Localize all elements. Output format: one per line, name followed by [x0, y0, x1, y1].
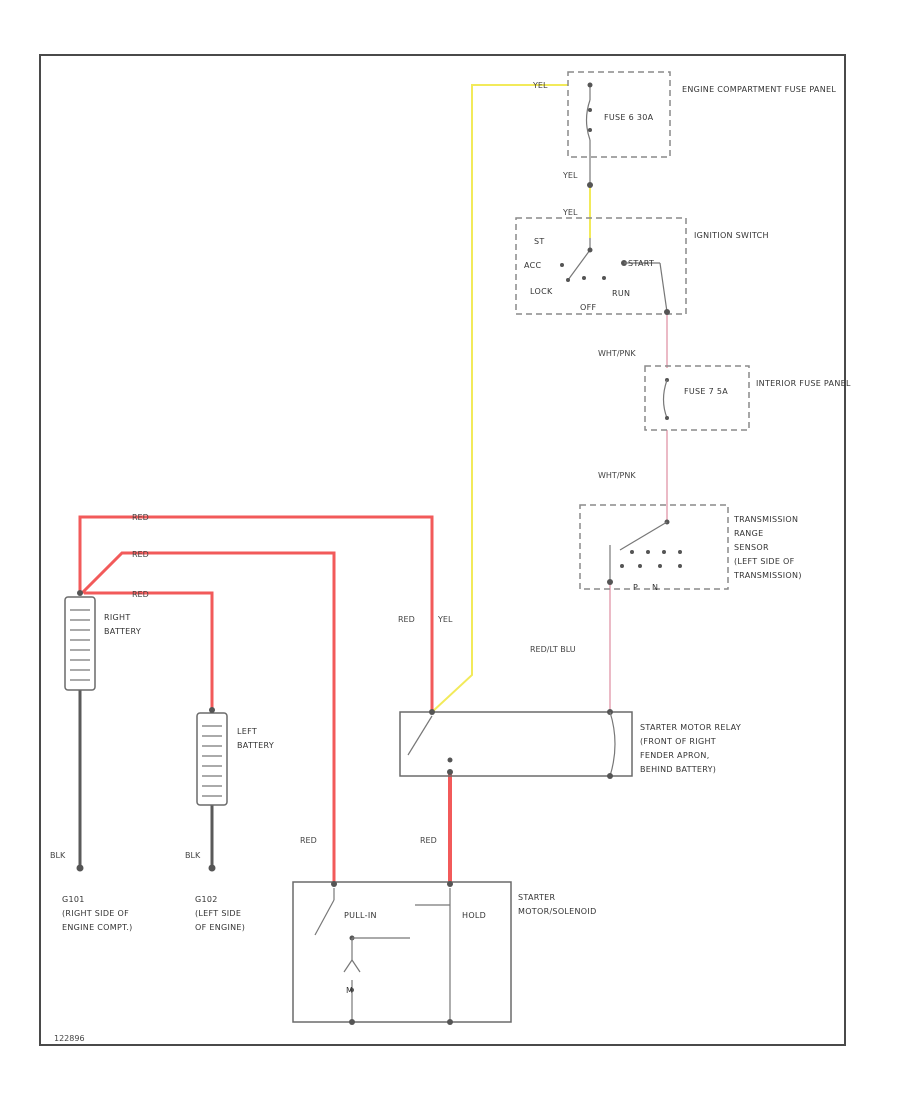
red-label-relay-solenoid: RED — [420, 836, 437, 845]
g101-label: G101 (RIGHT SIDE OF ENGINE COMPT.) — [62, 895, 133, 932]
wht-pnk-label-upper: WHT/PNK — [598, 349, 636, 358]
ignition-lock-label: LOCK — [530, 287, 553, 296]
yel-label-relay: YEL — [437, 615, 453, 624]
relay-label: STARTER MOTOR RELAY (FRONT OF RIGHT FEND… — [640, 723, 744, 774]
red-wire-battery-to-solenoid — [80, 551, 336, 882]
trs-pin-p-label: P — [633, 583, 638, 592]
starter-solenoid: PULL-IN HOLD M STARTER MOTOR/SOLENOID — [292, 881, 597, 1025]
red-lt-blu-label: RED/LT BLU — [530, 645, 576, 654]
red-label-solenoid: RED — [300, 836, 317, 845]
trs-label: TRANSMISSION RANGE SENSOR (LEFT SIDE OF … — [733, 515, 802, 580]
g102-ground-point — [208, 864, 216, 872]
solenoid-motor-label: M — [346, 986, 353, 995]
g102-label: G102 (LEFT SIDE OF ENGINE) — [195, 895, 245, 932]
blk-label-g101: BLK — [50, 851, 66, 860]
ignition-run-label: RUN — [612, 289, 630, 298]
yellow-wire-fuse-to-relay — [431, 84, 568, 713]
ignition-off-label: OFF — [580, 303, 596, 312]
engine-fuse-panel-label: ENGINE COMPARTMENT FUSE PANEL — [682, 85, 836, 94]
solenoid-pullin-label: PULL-IN — [344, 911, 377, 920]
solenoid-label: STARTER MOTOR/SOLENOID — [518, 893, 597, 916]
ignition-start-label: START — [628, 259, 654, 268]
red-label-top: RED — [132, 513, 149, 522]
engine-fuse-panel: ENGINE COMPARTMENT FUSE PANEL FUSE 6 30A — [567, 71, 836, 188]
diagram-code: 122896 — [54, 1034, 85, 1043]
transmission-range-sensor: P N TRANSMISSION RANGE SENSOR (LEFT SIDE… — [579, 504, 802, 592]
left-battery-label: LEFT BATTERY — [237, 727, 274, 750]
ignition-st-label: ST — [534, 237, 545, 246]
diagram-frame — [39, 54, 846, 1046]
interior-fuse-panel-label: INTERIOR FUSE PANEL — [756, 379, 851, 388]
trs-pin-n-label: N — [652, 583, 658, 592]
starter-motor-relay: STARTER MOTOR RELAY (FRONT OF RIGHT FEND… — [399, 709, 744, 779]
wht-pnk-label-lower: WHT/PNK — [598, 471, 636, 480]
interior-fuse-label: FUSE 7 5A — [684, 387, 728, 396]
ignition-acc-label: ACC — [524, 261, 542, 270]
yel-label-fuse-out: YEL — [532, 81, 548, 90]
red-label-middle: RED — [132, 550, 149, 559]
ignition-switch: ST ACC START LOCK OFF RUN IGNITION SWITC… — [515, 217, 769, 315]
red-wire-battery-to-relay — [78, 515, 434, 712]
red-label-relay: RED — [398, 615, 415, 624]
yel-label-ignition: YEL — [562, 208, 578, 217]
yel-label-fuse-bottom: YEL — [562, 171, 578, 180]
red-label-bottom: RED — [132, 590, 149, 599]
right-battery-label: RIGHT BATTERY — [104, 613, 141, 636]
left-battery: LEFT BATTERY — [196, 707, 274, 806]
solenoid-hold-label: HOLD — [462, 911, 486, 920]
engine-fuse-label: FUSE 6 30A — [604, 113, 654, 122]
g101-ground-point — [76, 864, 84, 872]
right-battery: RIGHT BATTERY — [64, 590, 141, 691]
red-wire-battery-to-battery — [84, 591, 214, 710]
ignition-switch-label: IGNITION SWITCH — [694, 231, 769, 240]
blk-label-g102: BLK — [185, 851, 201, 860]
interior-fuse-panel: FUSE 7 5A INTERIOR FUSE PANEL — [644, 365, 851, 431]
